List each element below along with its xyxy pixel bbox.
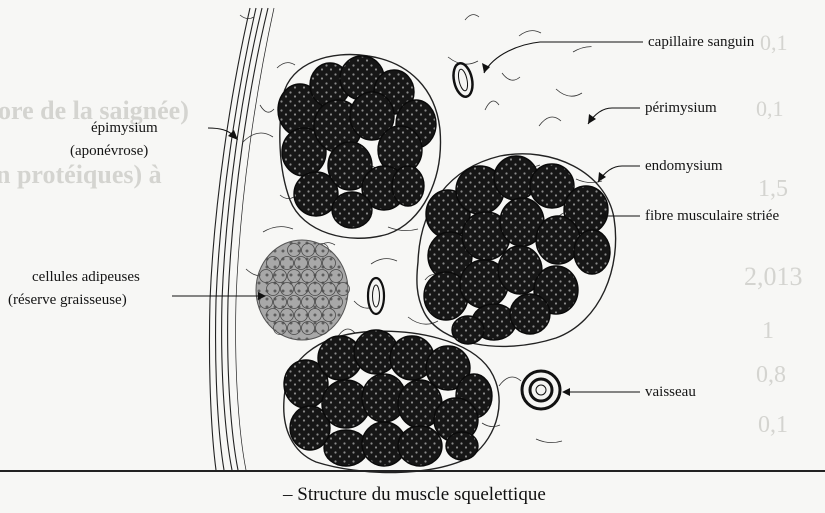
tissue-line	[280, 195, 294, 199]
muscle-fiber	[574, 230, 610, 274]
label-perimysium: périmysium	[645, 99, 717, 117]
tissue-line	[482, 423, 500, 427]
tissue-line	[243, 133, 273, 142]
label-endomysium: endomysium	[645, 157, 723, 175]
muscle-fiber	[324, 430, 368, 466]
label-aponevrose: (aponévrose)	[70, 142, 148, 160]
muscle-fiber	[398, 426, 442, 466]
tissue-line	[573, 47, 603, 52]
tissue-line	[240, 15, 254, 19]
figure-caption: – Structure du muscle squelettique	[283, 484, 546, 506]
muscle-fiber	[536, 216, 580, 264]
label-capillaire-sanguin: capillaire sanguin	[648, 33, 754, 51]
small-vessel	[368, 278, 384, 314]
label-epimysium: épimysium	[91, 119, 158, 137]
label-reserve-graisseuse: (réserve graisseuse)	[8, 291, 127, 309]
tissue-line	[388, 227, 418, 231]
tissue-line	[502, 73, 520, 80]
label-cellules-adipeuses: cellules adipeuses	[32, 268, 140, 286]
tissue-line	[485, 101, 499, 110]
tissue-line	[465, 15, 479, 20]
muscle-fiber	[446, 432, 478, 460]
tissue-line	[539, 117, 561, 126]
tissue-line	[263, 227, 293, 232]
tissue-line	[371, 259, 397, 264]
tissue-line	[408, 317, 438, 324]
label-vaisseau: vaisseau	[645, 383, 696, 401]
tissue-line	[277, 63, 295, 68]
tissue-line	[519, 31, 541, 36]
figure-baseline	[0, 470, 825, 472]
epimysium-sheath	[209, 8, 274, 470]
muscle-fiber	[452, 316, 484, 344]
tissue-line	[260, 105, 274, 112]
muscle-fiber	[332, 192, 372, 228]
capillary-vessel	[451, 62, 476, 99]
tissue-line	[556, 89, 582, 96]
muscle-fiber	[392, 166, 424, 206]
leader-endomysium	[598, 166, 640, 182]
tissue-line	[536, 439, 562, 443]
leader-perimysium	[588, 108, 640, 124]
leader-capillaire	[484, 42, 643, 73]
vaisseau-vessel	[522, 371, 560, 409]
label-fibre-musculaire: fibre musculaire striée	[645, 207, 779, 225]
tissue-line	[499, 377, 521, 386]
muscle-fiber	[510, 294, 550, 334]
adipose-cells	[256, 240, 350, 340]
